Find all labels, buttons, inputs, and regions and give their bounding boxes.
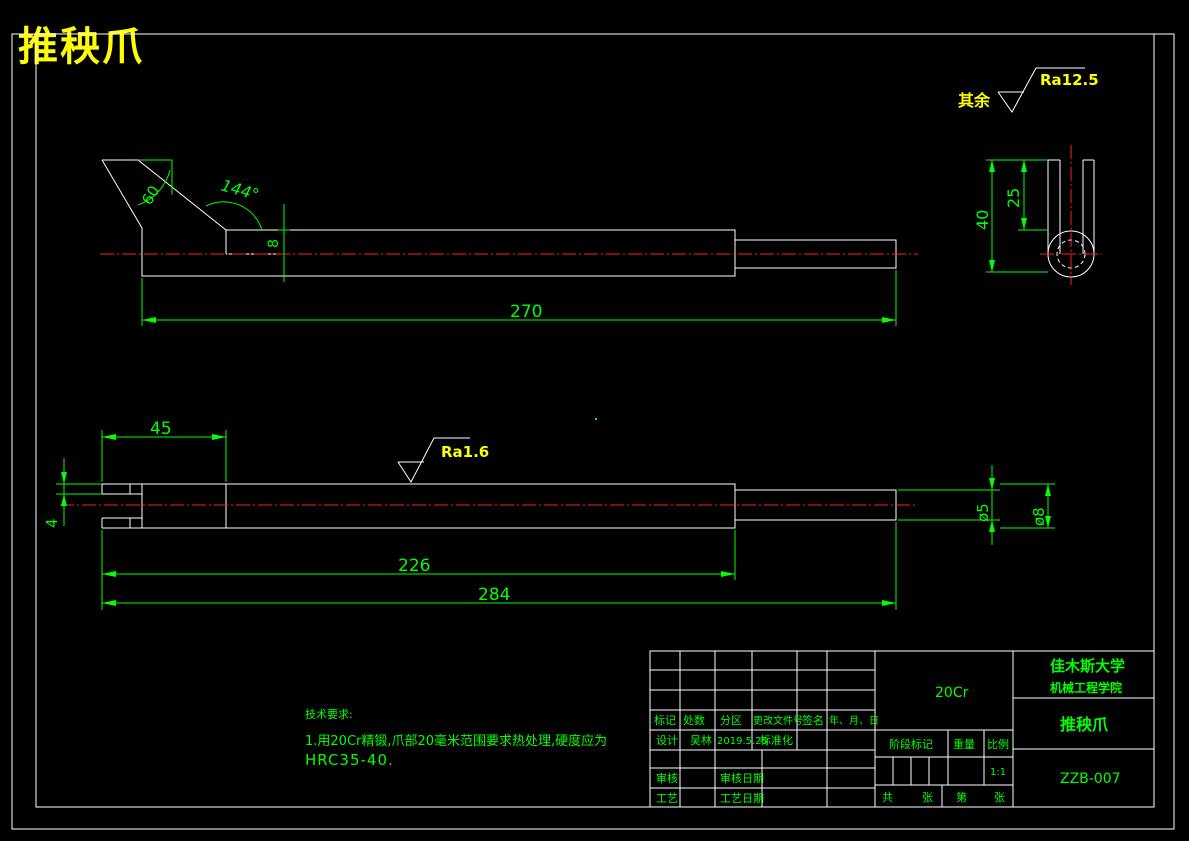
tb-sheet: 张 [922, 791, 933, 804]
side-view: 40 25 [973, 145, 1102, 285]
tech-heading: 技术要求: [305, 708, 353, 721]
tb-designer: 吴林 [690, 733, 712, 747]
inner-frame [35, 33, 1155, 808]
tb-material: 20Cr [935, 685, 969, 701]
dim-4: 4 [43, 518, 61, 528]
technical-requirements: 技术要求: 1.用20Cr精锻,爪部20毫米范围要求热处理,硬度应为 HRC35… [305, 706, 607, 769]
tb-review: 审核 [656, 771, 678, 785]
tb-standardize: 标准化 [760, 733, 793, 747]
dim-284: 284 [478, 585, 510, 605]
top-view: Ra1.6 45 4 226 284 ø5 [43, 419, 1055, 610]
tb-school: 佳木斯大学 [1050, 657, 1125, 675]
dim-40: 40 [973, 210, 992, 230]
dim-8-front: 8 [266, 239, 282, 248]
tb-change-doc: 更改文件号 [753, 714, 803, 727]
tb-drawing-no: ZZB-007 [1060, 771, 1121, 787]
tb-craft: 工艺 [656, 792, 678, 805]
tb-sheet2: 张 [994, 791, 1005, 804]
dim-dia8: ø8 [1030, 507, 1048, 526]
tb-stage: 阶段标记 [889, 737, 933, 751]
tb-craft-date: 工艺日期 [720, 792, 764, 805]
tb-college: 机械工程学院 [1050, 680, 1122, 695]
dim-226: 226 [398, 556, 430, 576]
angle-60-label: 60 [138, 182, 163, 208]
tb-scale: 1:1 [990, 767, 1006, 778]
rest-roughness: 其余 Ra12.5 [958, 67, 1099, 113]
tb-page: 第 [956, 790, 967, 804]
local-ra: Ra1.6 [441, 443, 489, 461]
tb-design-label: 设计 [656, 734, 678, 747]
tb-design-date: 2019.5.25 [717, 736, 768, 747]
tech-line-2: HRC35-40. [305, 751, 394, 769]
angle-144-arc [205, 201, 263, 231]
rest-ra: Ra12.5 [1040, 71, 1099, 89]
dim-270: 270 [510, 302, 542, 322]
dim-45: 45 [150, 419, 172, 439]
tech-line-1: 1.用20Cr精锻,爪部20毫米范围要求热处理,硬度应为 [305, 734, 608, 749]
tb-date: 年、月、日 [829, 714, 879, 727]
tb-total: 共 [882, 791, 893, 804]
tb-part-name: 推秧爪 [1060, 715, 1109, 734]
angle-60-arc [137, 169, 171, 206]
front-view: 60 144° 8 270 [100, 159, 918, 326]
dim-dia5: ø5 [974, 503, 992, 522]
tb-zone: 分区 [720, 714, 742, 727]
tb-sign: 签名 [802, 713, 824, 727]
tb-weight: 重量 [953, 737, 975, 751]
tb-review-date: 审核日期 [720, 771, 764, 785]
drawing-title: 推秧爪 [18, 24, 144, 70]
dim-25: 25 [1004, 188, 1023, 208]
rest-label: 其余 [958, 91, 991, 110]
tb-scale-label: 比例 [987, 737, 1009, 751]
angle-144-label: 144° [219, 176, 261, 205]
tb-mark: 标记 [654, 713, 676, 727]
title-block: 标记 处数 分区 更改文件号 签名 年、月、日 设计 吴林 2019.5.25 … [649, 650, 1155, 808]
angle-60-lines [138, 159, 173, 195]
tb-count: 处数 [683, 714, 705, 727]
